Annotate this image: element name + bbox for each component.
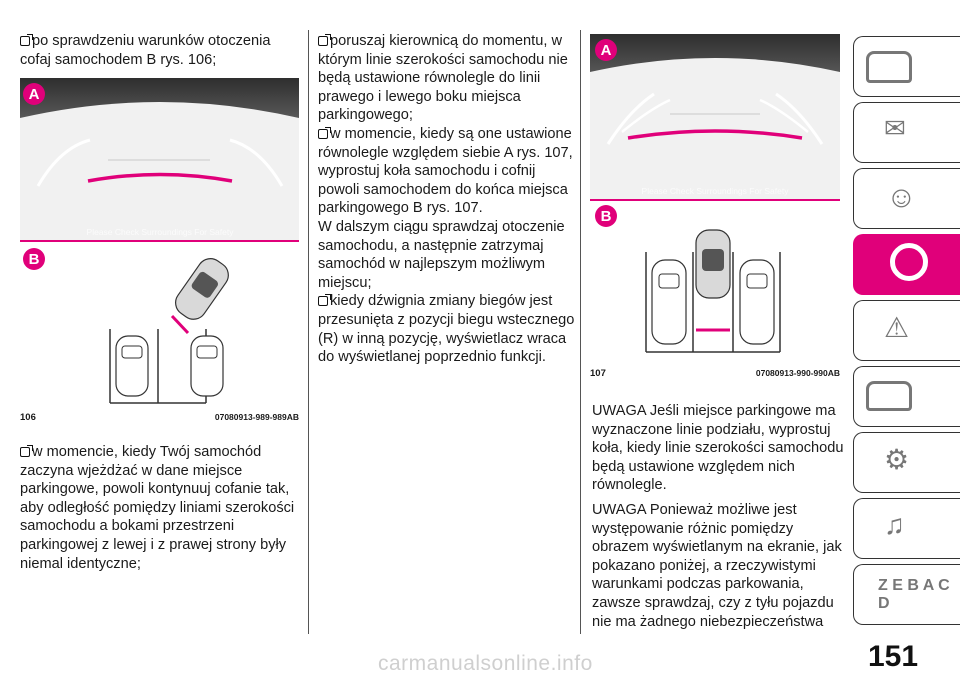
figure-107-image: A Please Check Surroundings For Safety B — [590, 34, 840, 353]
figure-caption: 107 07080913-990-990AB — [590, 368, 840, 379]
paragraph: po sprawdzeniu warunków otoczenia cofaj … — [20, 32, 300, 69]
text: po sprawdzeniu warunków otoczenia cofaj … — [20, 33, 271, 68]
alphabet-index-icon: Z E B A C D — [878, 577, 950, 612]
watermark: carmanualsonline.info — [378, 652, 593, 675]
multimedia-icon: ♫ — [884, 509, 905, 540]
tab-maintenance[interactable] — [853, 366, 960, 427]
safety-warning: Please Check Surroundings For Safety — [87, 227, 235, 237]
bullet-icon — [20, 34, 33, 46]
paragraph: w momencie, kiedy są one ustawione równo… — [318, 125, 580, 218]
text: kiedy dźwignia zmiany biegów jest przesu… — [318, 293, 575, 366]
paragraph: UWAGA Jeśli miejsce parkingowe ma wyznac… — [592, 403, 844, 494]
paragraph: UWAGA Ponieważ możliwe jest występowanie… — [592, 501, 842, 630]
label-b: B — [29, 251, 40, 268]
tab-technical-data[interactable]: ⚙ — [853, 432, 960, 493]
airbag-safety-icon: ☺ — [886, 181, 917, 214]
figure-number: 107 — [590, 368, 606, 379]
paragraph: W dalszym ciągu sprawdzaj otoczenie samo… — [318, 218, 565, 291]
car-service-icon — [866, 381, 912, 411]
tab-starting-driving[interactable] — [853, 234, 960, 295]
column-1: po sprawdzeniu warunków otoczenia cofaj … — [20, 32, 300, 69]
tab-dashboard[interactable] — [853, 36, 960, 97]
paragraph: kiedy dźwignia zmiany biegów jest przesu… — [318, 292, 580, 366]
figure-number: 106 — [20, 412, 36, 423]
figure-code: 07080913-990-990AB — [755, 368, 840, 378]
bullet-icon — [20, 445, 33, 457]
column-3: UWAGA Jeśli miejsce parkingowe ma wyznac… — [592, 402, 844, 631]
safety-warning: Please Check Surroundings For Safety — [642, 186, 790, 196]
column-divider — [580, 30, 581, 634]
key-steering-wheel-icon — [890, 243, 928, 281]
figure-code: 07080913-989-989AB — [214, 412, 299, 422]
figure-106-image: A Please Check Surroundings For Safety B — [20, 78, 299, 404]
breakdown-icon: ⚠ — [884, 312, 910, 343]
tab-emergency[interactable]: ⚠ — [853, 300, 960, 361]
label-a: A — [601, 42, 612, 59]
page-number: 151 — [868, 640, 919, 673]
car-settings-icon: ⚙ — [884, 444, 910, 475]
column-2: poruszaj kierownicą do momentu, w którym… — [318, 32, 580, 367]
label-a: A — [29, 86, 40, 103]
bullet-icon — [318, 294, 331, 307]
figure-106: A Please Check Surroundings For Safety B… — [20, 78, 299, 423]
bullet-icon — [318, 126, 331, 139]
figure-caption: 106 07080913-989-989AB — [20, 412, 299, 423]
tab-warning-lights[interactable]: ✉ — [853, 102, 960, 163]
warning-lights-icon: ✉ — [884, 113, 906, 143]
paragraph: poruszaj kierownicą do momentu, w którym… — [318, 32, 580, 125]
tab-safety[interactable]: ☺ — [853, 168, 960, 229]
text: poruszaj kierownicą do momentu, w którym… — [318, 33, 568, 124]
label-b: B — [601, 208, 612, 225]
column-1-bottom: w momencie, kiedy Twój samochód zaczyna … — [20, 443, 300, 573]
car-dashboard-icon — [866, 51, 912, 83]
bullet-icon — [318, 34, 331, 46]
tab-index[interactable]: Z E B A C D — [853, 564, 960, 625]
paragraph: w momencie, kiedy Twój samochód zaczyna … — [20, 443, 300, 573]
tab-multimedia[interactable]: ♫ — [853, 498, 960, 559]
column-divider — [308, 30, 309, 634]
text: w momencie, kiedy Twój samochód zaczyna … — [20, 444, 295, 572]
figure-107: A Please Check Surroundings For Safety B… — [590, 34, 840, 379]
text: w momencie, kiedy są one ustawione równo… — [318, 125, 573, 217]
